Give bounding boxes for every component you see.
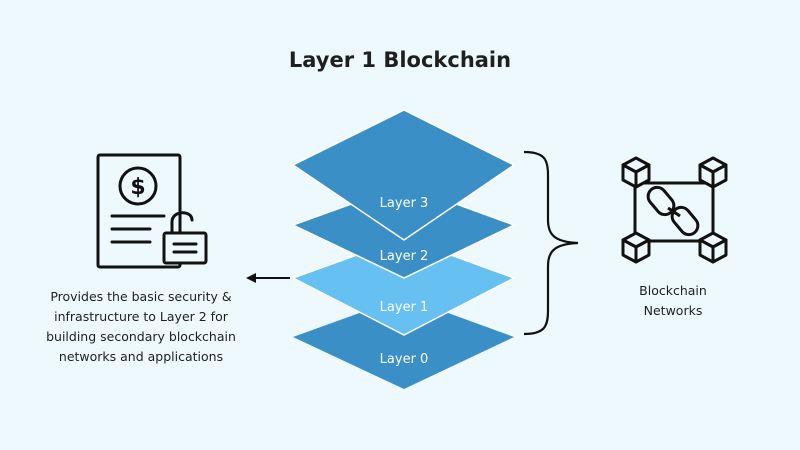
network-label-line-1: Blockchain [639, 283, 707, 298]
layer-3-shape [291, 109, 516, 241]
layer-1-label: Layer 1 [380, 300, 429, 315]
left-arrow-icon [246, 273, 290, 283]
layer-2-label: Layer 2 [380, 249, 429, 264]
network-label-line-2: Networks [643, 303, 703, 318]
layer-1-description: Provides the basic security & infrastruc… [46, 289, 236, 364]
layer-1-shape [291, 237, 516, 336]
secure-payment-document-icon: $ [96, 153, 208, 269]
svg-text:$: $ [130, 175, 145, 200]
layer-0-shape [293, 297, 514, 389]
blockchain-networks-label: Blockchain Networks [603, 281, 743, 321]
layer-0-label: Layer 0 [380, 352, 429, 367]
diagram-title: Layer 1 Blockchain [288, 48, 512, 72]
curly-brace-icon [523, 150, 579, 336]
blockchain-network-icon [621, 156, 728, 264]
layer-3-label: Layer 3 [380, 196, 429, 211]
